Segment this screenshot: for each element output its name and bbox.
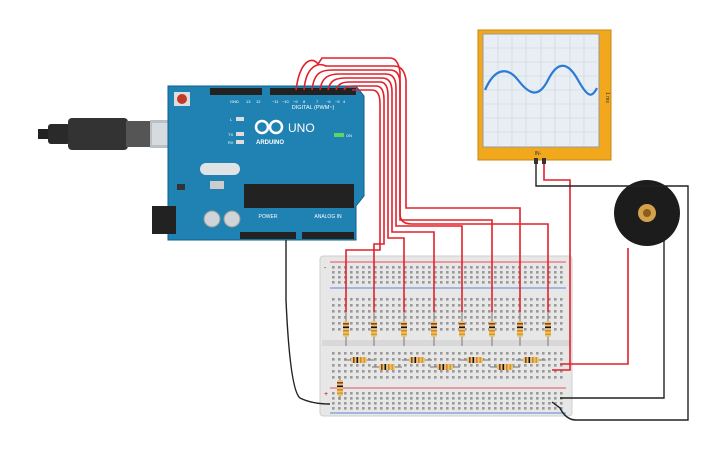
svg-text:4: 4 <box>343 99 346 104</box>
digital-label: DIGITAL (PWM~) <box>292 105 335 111</box>
resistor[interactable] <box>372 364 402 370</box>
svg-text:TX: TX <box>228 132 233 137</box>
oscilloscope[interactable]: 1 ms IN- <box>477 29 612 164</box>
svg-text:~5: ~5 <box>335 99 340 104</box>
svg-text:-: - <box>324 265 327 272</box>
analog-header[interactable] <box>302 232 354 239</box>
svg-text:13: 13 <box>246 99 251 104</box>
resistor-ladder[interactable] <box>337 312 551 400</box>
power-jack <box>152 206 176 234</box>
svg-text:~6: ~6 <box>326 99 331 104</box>
resistor[interactable] <box>343 312 349 346</box>
svg-text:7: 7 <box>316 99 319 104</box>
ground-wires[interactable] <box>285 164 689 421</box>
resistor[interactable] <box>401 312 407 346</box>
breadboard[interactable]: - + <box>319 255 573 417</box>
resistor[interactable] <box>516 357 546 363</box>
svg-text:8: 8 <box>303 99 306 104</box>
svg-text:RX: RX <box>228 140 234 145</box>
oscilloscope-waveform <box>483 64 598 96</box>
digital-header[interactable] <box>270 88 356 95</box>
svg-text:GND: GND <box>230 99 239 104</box>
resistor[interactable] <box>430 364 460 370</box>
arduino-logo: UNO ARDUINO <box>254 119 315 146</box>
svg-text:IN-: IN- <box>535 151 542 157</box>
svg-text:1 ms: 1 ms <box>604 92 610 103</box>
svg-text:ON: ON <box>346 133 352 138</box>
svg-text:12: 12 <box>256 99 261 104</box>
resistor[interactable] <box>402 357 432 363</box>
resistor[interactable] <box>344 357 374 363</box>
usb-cable[interactable] <box>38 118 180 150</box>
svg-text:+: + <box>324 391 328 398</box>
arduino-brand: ARDUINO <box>256 140 284 146</box>
svg-text:L: L <box>230 117 233 122</box>
resistor[interactable] <box>371 312 377 346</box>
resistor[interactable] <box>490 364 520 370</box>
power-label: POWER <box>259 214 278 220</box>
uno-label: UNO <box>288 121 315 135</box>
resistor[interactable] <box>460 357 490 363</box>
resistor[interactable] <box>459 312 465 346</box>
resistor[interactable] <box>337 376 343 400</box>
power-led <box>334 133 344 137</box>
power-header[interactable] <box>240 232 296 239</box>
piezo-buzzer[interactable] <box>614 180 680 246</box>
signal-wires[interactable] <box>295 57 629 371</box>
svg-text:~10: ~10 <box>282 99 290 104</box>
svg-text:~9: ~9 <box>293 99 298 104</box>
resistor[interactable] <box>545 312 551 346</box>
analog-label: ANALOG IN <box>314 214 342 220</box>
atmega-chip <box>244 184 354 208</box>
svg-text:~11: ~11 <box>272 99 279 104</box>
breadboard-holes[interactable] <box>332 266 563 410</box>
resistor[interactable] <box>489 312 495 346</box>
resistor[interactable] <box>517 312 523 346</box>
resistor[interactable] <box>431 312 437 346</box>
